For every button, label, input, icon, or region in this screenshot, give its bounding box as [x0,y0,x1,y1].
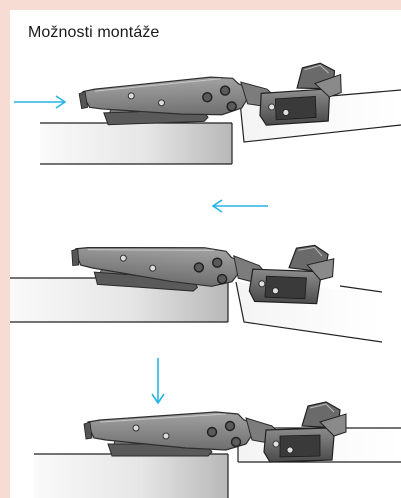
arrow-down-icon [151,358,165,405]
step-3 [34,358,401,498]
page-title: Možnosti montáže [28,24,160,41]
arrow-right-icon [14,95,67,109]
step-2 [10,199,383,343]
arrow-left-icon [211,199,268,213]
mounting-diagram [10,61,401,498]
step-1 [14,61,401,165]
diagram-panel: Možnosti montáže [10,10,401,498]
